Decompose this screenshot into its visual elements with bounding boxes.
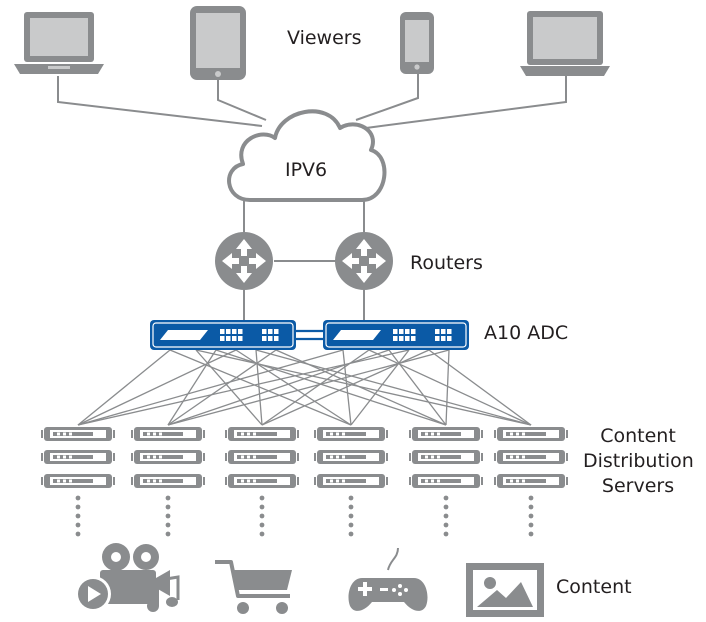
server-racks bbox=[41, 427, 568, 488]
server-unit bbox=[41, 427, 115, 441]
server-unit bbox=[131, 427, 205, 441]
routers-label: Routers bbox=[410, 252, 483, 274]
adc-appliance-icon bbox=[150, 320, 296, 350]
server-unit bbox=[225, 474, 299, 488]
tablet-icon bbox=[190, 6, 246, 80]
server-unit bbox=[494, 474, 568, 488]
viewers-label: Viewers bbox=[287, 27, 362, 49]
server-unit bbox=[314, 474, 388, 488]
adc-link bbox=[296, 329, 324, 341]
server-unit bbox=[494, 450, 568, 464]
cloud-icon bbox=[227, 109, 387, 202]
gamepad-icon bbox=[348, 547, 428, 611]
viewer-connections bbox=[57, 73, 567, 129]
server-dotted-links bbox=[75, 495, 534, 537]
image-icon bbox=[466, 563, 544, 617]
router-icon bbox=[335, 232, 393, 290]
server-unit bbox=[494, 427, 568, 441]
router-icon bbox=[215, 232, 273, 290]
adc-appliance-icon bbox=[323, 320, 469, 350]
server-unit bbox=[409, 427, 483, 441]
server-unit bbox=[409, 450, 483, 464]
server-unit bbox=[131, 450, 205, 464]
server-unit bbox=[41, 474, 115, 488]
server-unit bbox=[41, 450, 115, 464]
monitor-icon bbox=[520, 11, 610, 76]
content-distribution-servers-label: Content Distribution Servers bbox=[583, 424, 694, 499]
server-unit bbox=[314, 450, 388, 464]
cloud-label: IPV6 bbox=[285, 159, 328, 181]
server-unit bbox=[409, 474, 483, 488]
server-unit bbox=[225, 450, 299, 464]
shopping-cart-icon bbox=[215, 560, 292, 614]
laptop-icon bbox=[14, 12, 104, 74]
cloud-router-connections bbox=[243, 200, 365, 320]
server-unit bbox=[131, 474, 205, 488]
content-label: Content bbox=[556, 576, 632, 598]
video-music-icon bbox=[75, 543, 180, 612]
cds-label-line: Content bbox=[600, 425, 676, 447]
server-unit bbox=[314, 427, 388, 441]
cds-label-line: Servers bbox=[601, 475, 675, 497]
server-unit bbox=[225, 427, 299, 441]
adc-label: A10 ADC bbox=[484, 322, 569, 344]
phone-icon bbox=[400, 12, 434, 74]
adc-server-mesh bbox=[77, 349, 532, 426]
cds-label-line: Distribution bbox=[583, 450, 694, 472]
